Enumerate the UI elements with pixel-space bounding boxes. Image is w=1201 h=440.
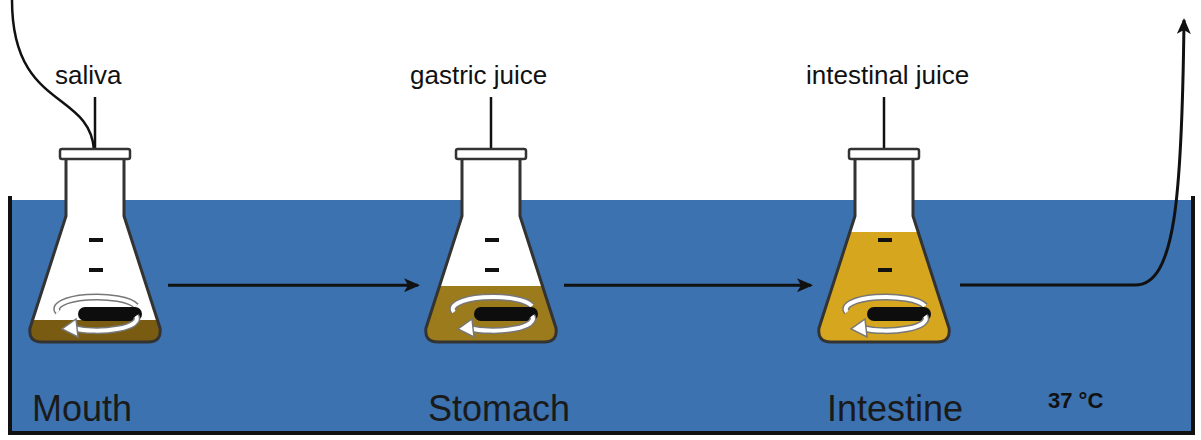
flask: Stomach: [424, 148, 558, 344]
flow-arrow: [168, 284, 418, 287]
reagent-label: saliva: [55, 60, 121, 91]
reagent-label: gastric juice: [410, 60, 547, 91]
organ-label: Intestine: [827, 388, 963, 430]
flow-arrow: [564, 284, 811, 287]
reagent-label: intestinal juice: [806, 60, 969, 91]
flask: [424, 148, 558, 344]
organ-label: Stomach: [428, 388, 570, 430]
organ-label: Mouth: [32, 388, 132, 430]
flask: Mouth: [28, 148, 162, 344]
flask: [817, 148, 951, 344]
temperature-label: 37 °C: [1048, 388, 1103, 414]
flask: Intestine: [817, 148, 951, 344]
flask: [28, 148, 162, 344]
